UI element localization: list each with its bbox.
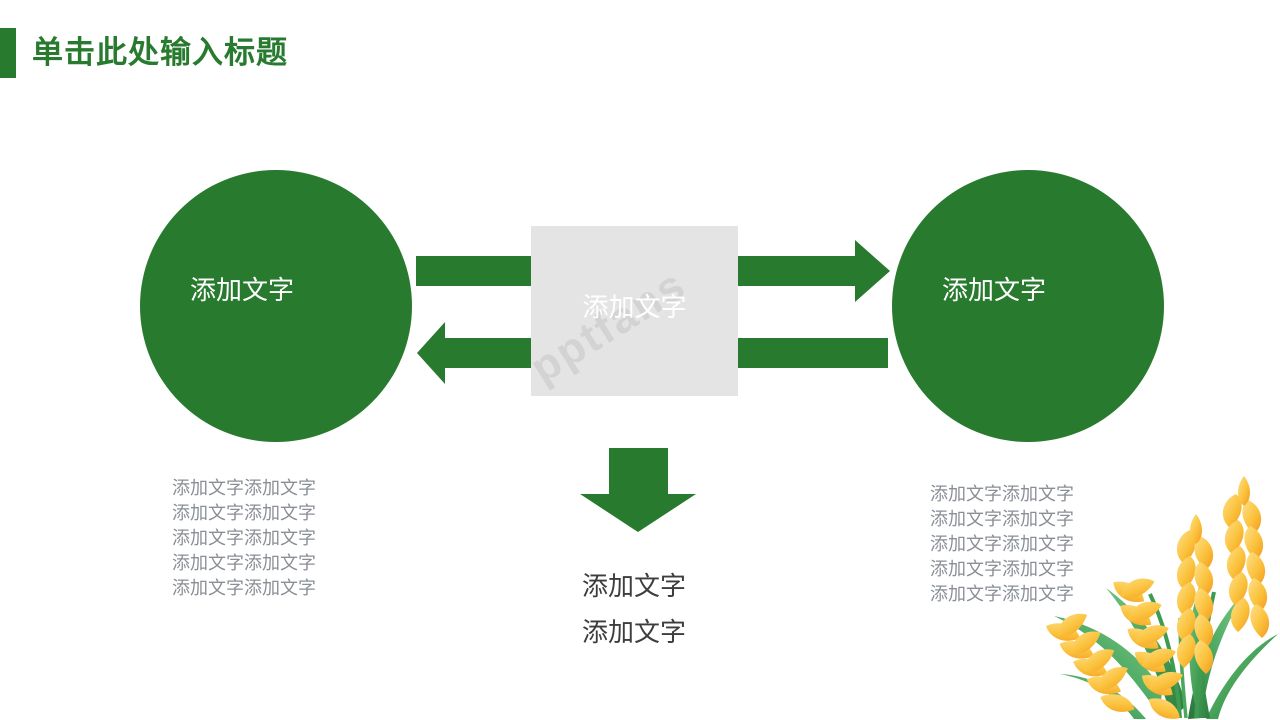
center-caption-text: 添加文字 添加文字 <box>581 571 686 647</box>
right-circle-label: 添加文字 <box>942 275 1047 305</box>
arrow-right-head-icon <box>855 240 890 302</box>
left-circle-node[interactable]: 添加文字 <box>140 170 412 442</box>
left-body-text: 添加文字添加文字 添加文字添加文字 添加文字添加文字 添加文字添加文字 添加文字… <box>172 478 316 598</box>
right-circle-node[interactable]: 添加文字 <box>892 170 1164 442</box>
center-box-label: 添加文字 <box>582 292 687 322</box>
arrow-down-shaft <box>609 448 668 496</box>
page-title: 单击此处输入标题 <box>32 35 288 70</box>
left-circle-label: 添加文字 <box>190 275 295 305</box>
arrow-left-head-icon <box>417 322 445 384</box>
title-accent-bar <box>0 28 16 78</box>
arrow-bottom-right-bar <box>738 338 888 368</box>
right-body-text: 添加文字添加文字 添加文字添加文字 添加文字添加文字 添加文字添加文字 添加文字… <box>930 484 1074 604</box>
arrow-top-right-shaft <box>738 256 856 286</box>
center-box-node[interactable]: pptfans 添加文字 <box>531 226 738 396</box>
arrow-bottom-left-shaft <box>444 338 532 368</box>
arrow-top-left-bar <box>416 256 532 286</box>
arrow-down-head-icon <box>580 494 696 532</box>
